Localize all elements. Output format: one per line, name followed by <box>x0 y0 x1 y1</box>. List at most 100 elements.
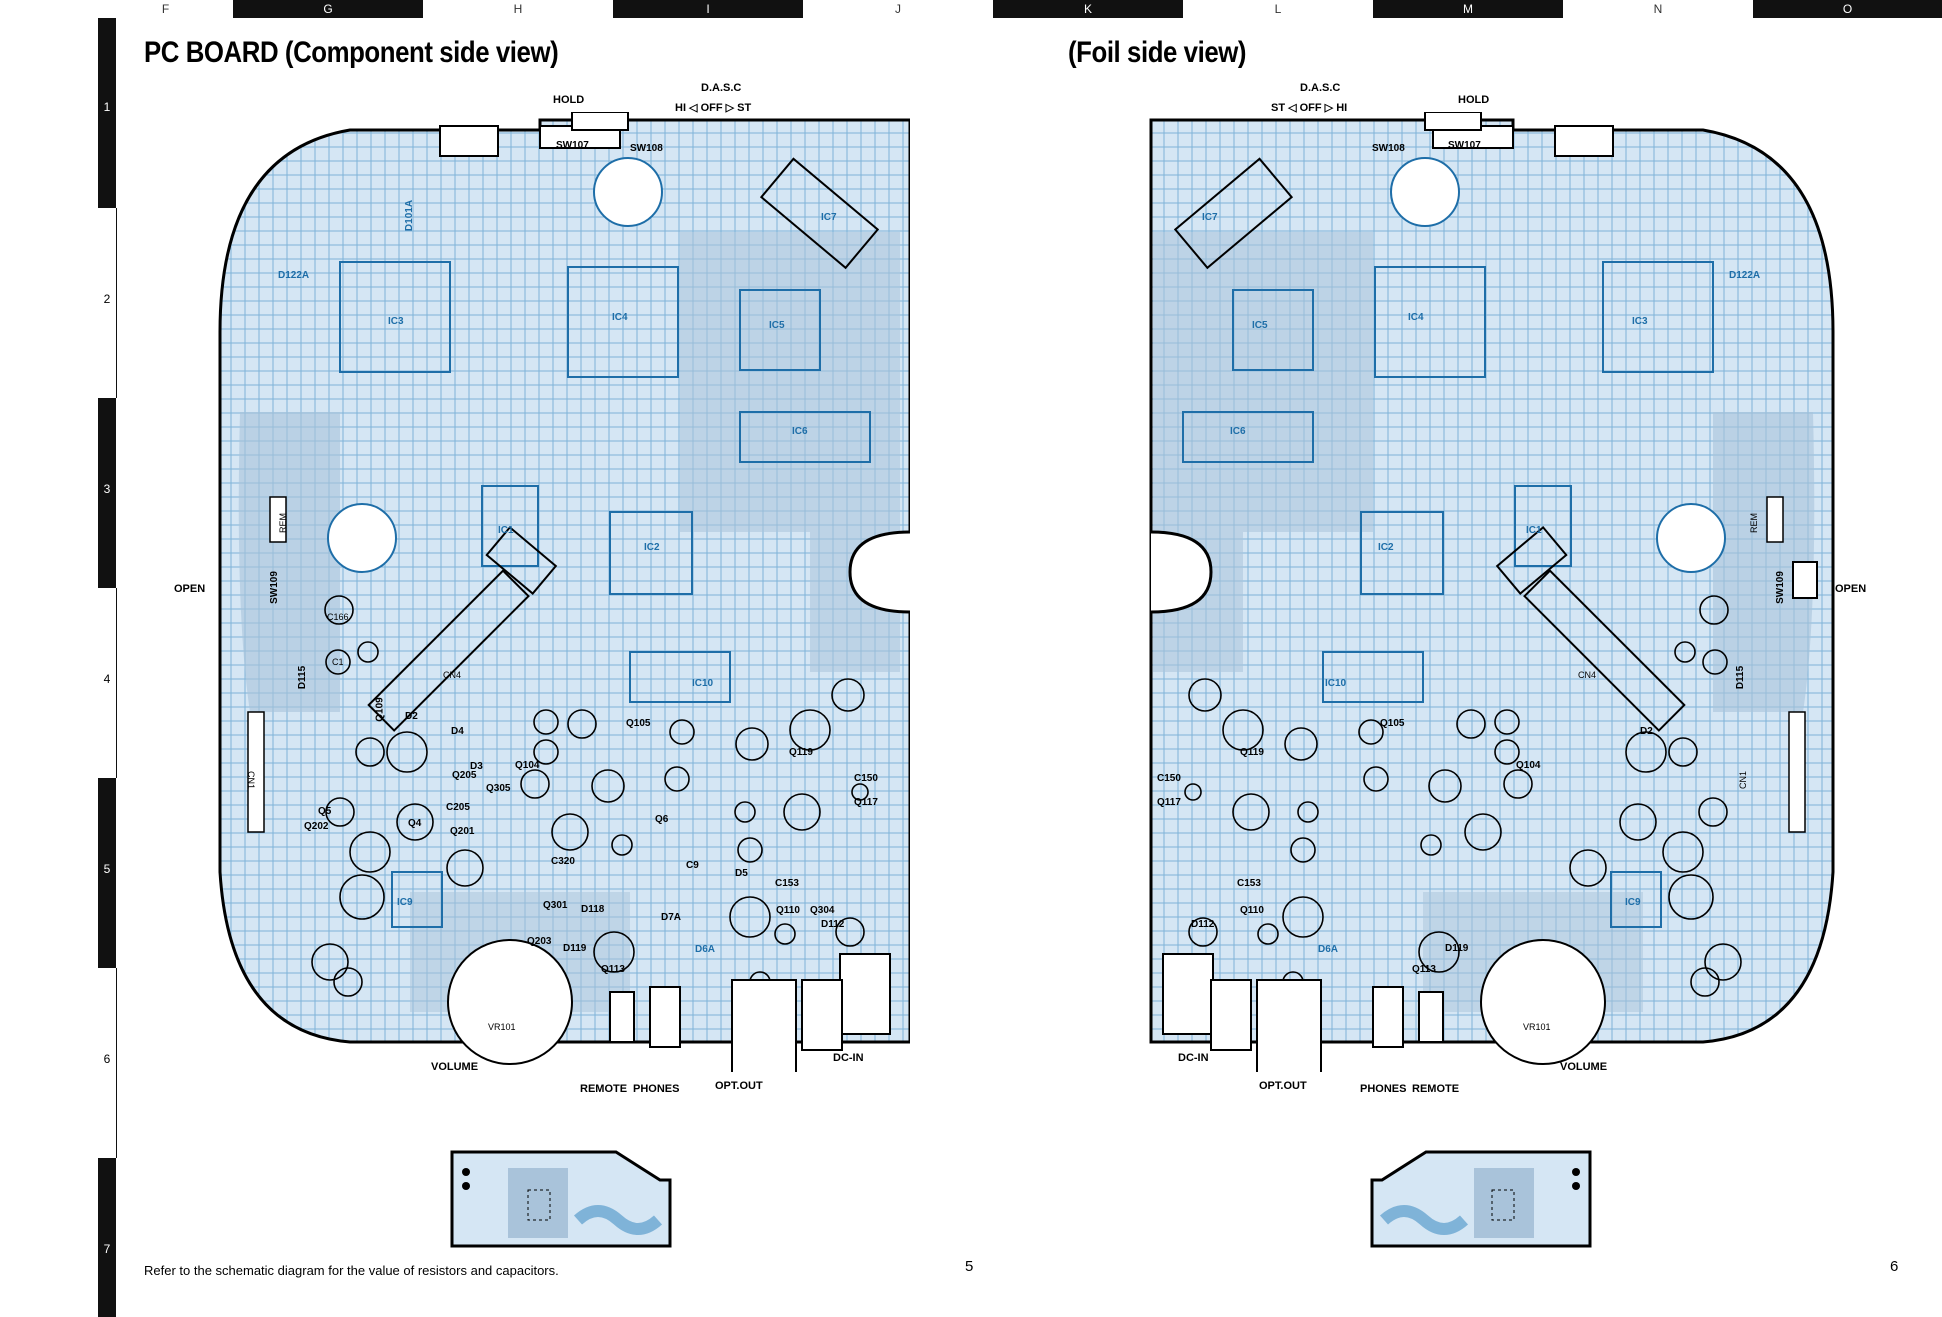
d112-label: Q304 <box>810 905 835 916</box>
cn4-label: CN4 <box>443 670 462 680</box>
d7a-label-foil: D6A <box>1318 944 1339 955</box>
footnote: Refer to the schematic diagram for the v… <box>144 1263 559 1278</box>
q109-label: Q109 <box>374 697 386 722</box>
q119-label-foil: Q119 <box>1240 747 1264 758</box>
q118-label-foil: Q117 <box>1157 797 1181 808</box>
d122a-label: D122A <box>278 270 310 281</box>
q108-label: D7A <box>661 912 682 923</box>
phones-label-foil: PHONES <box>1360 1083 1407 1095</box>
d4-label: D4 <box>451 726 464 737</box>
d119-label: Q203 <box>527 936 552 947</box>
remote-label: REMOTE <box>580 1083 628 1095</box>
column-label-j: J <box>803 0 993 18</box>
q104-label: Q104 <box>515 760 540 771</box>
ic5-label-foil: IC5 <box>1252 320 1268 331</box>
foil-side-board <box>1149 112 1835 1072</box>
column-label-m: M <box>1373 0 1563 18</box>
cn1-label-foil: CN1 <box>1738 770 1749 790</box>
sw109-label-foil: SW109 <box>1774 571 1786 604</box>
q110-label: C153 <box>775 878 799 889</box>
column-ruler: F G H I J K L M N O <box>98 0 1942 18</box>
q114-label: Q113 <box>601 964 625 975</box>
ic6-label: IC6 <box>792 426 808 437</box>
row-ruler <box>98 18 117 1317</box>
d3-label: D3 <box>470 761 483 772</box>
volume-label-foil: VOLUME <box>1560 1061 1608 1073</box>
d2-label-foil: D2 <box>1640 726 1653 737</box>
rem-label-foil: REM <box>1749 513 1759 533</box>
dasc-label: D.A.S.C <box>701 82 742 94</box>
q113-label-foil: D119 <box>1445 943 1469 954</box>
q110-label-foil: C153 <box>1237 878 1261 889</box>
d115-label: D115 <box>297 665 309 690</box>
column-label-l: L <box>1183 0 1373 18</box>
small-board-component-side <box>450 1150 672 1248</box>
d117-label: D118 <box>581 904 605 915</box>
d7a-label: D6A <box>695 944 716 955</box>
column-label-h: H <box>423 0 613 18</box>
d116-label: Q301 <box>543 900 568 911</box>
d101a-label: D101A <box>404 199 416 232</box>
foil-side-title: (Foil side view) <box>1068 36 1247 69</box>
column-label-n: N <box>1563 0 1753 18</box>
ic7-label-foil: IC7 <box>1202 212 1218 223</box>
row-label-4: 4 <box>103 672 111 686</box>
hold-label: HOLD <box>553 94 585 106</box>
q120-label: D5 <box>735 868 748 879</box>
sw107-label: SW107 <box>556 140 589 151</box>
sw108-label-foil: SW108 <box>1372 143 1405 154</box>
q5-label: Q5 <box>318 806 332 817</box>
ic4-label: IC4 <box>612 312 628 323</box>
ic6-label-foil: IC6 <box>1230 426 1246 437</box>
open-label: OPEN <box>174 583 206 595</box>
dasc-label-foil: D.A.S.C <box>1300 82 1341 94</box>
small-board-foil-side <box>1370 1150 1592 1248</box>
ic9-label: IC9 <box>397 897 413 908</box>
open-label-foil: OPEN <box>1835 583 1867 595</box>
q104-label-foil: Q104 <box>1516 760 1541 771</box>
row-label-2: 2 <box>103 292 111 306</box>
d118-label: C320 <box>551 856 575 867</box>
page-number-right: 6 <box>1890 1258 1899 1275</box>
opt-out-label-foil: OPT.OUT <box>1259 1080 1307 1092</box>
d5-label: C9 <box>686 860 699 871</box>
ic2-label: IC2 <box>644 542 660 553</box>
q305-label: Q305 <box>486 783 511 794</box>
d111-label-foil: D112 <box>1191 919 1215 930</box>
ic1-label: IC1 <box>498 525 514 536</box>
q117-label: C150 <box>854 773 878 784</box>
ic10-label-foil: IC10 <box>1325 678 1347 689</box>
rem-label: REM <box>278 513 288 533</box>
q304-label-foil: Q110 <box>1240 905 1264 916</box>
page-number-left: 5 <box>965 1258 974 1275</box>
c166-label: C166 <box>327 612 349 622</box>
q113-label: D119 <box>563 943 587 954</box>
sw107-label-foil: SW107 <box>1448 140 1481 151</box>
cn1-label: CN1 <box>246 770 257 790</box>
ic4-label-foil: IC4 <box>1408 312 1424 323</box>
q201-label: Q201 <box>450 826 475 837</box>
row-label-6: 6 <box>103 1052 111 1066</box>
ic7-label: IC7 <box>821 212 837 223</box>
dasc-switch-positions: HI ◁ OFF ▷ ST <box>675 102 752 114</box>
cn4-label-foil: CN4 <box>1578 670 1597 680</box>
ic9-label-foil: IC9 <box>1625 897 1641 908</box>
d122a-label-foil: D122A <box>1729 270 1761 281</box>
remote-label-foil: REMOTE <box>1412 1083 1460 1095</box>
ic1-label-foil: IC1 <box>1526 525 1542 536</box>
q205-label: Q205 <box>452 770 477 781</box>
q105-label-foil: Q105 <box>1380 718 1405 729</box>
dc-in-label-foil: DC-IN <box>1178 1052 1209 1064</box>
row-label-7: 7 <box>103 1242 111 1256</box>
d2-label: D2 <box>405 711 418 722</box>
ic3-label: IC3 <box>388 316 404 327</box>
row-label-3: 3 <box>103 482 111 496</box>
hold-label-foil: HOLD <box>1458 94 1490 106</box>
row-label-5: 5 <box>103 862 111 876</box>
ic3-label-foil: IC3 <box>1632 316 1648 327</box>
ic5-label: IC5 <box>769 320 785 331</box>
column-label-i: I <box>613 0 803 18</box>
component-side-board <box>218 112 910 1072</box>
column-label-g: G <box>233 0 423 18</box>
sw108-label: SW108 <box>630 143 663 154</box>
